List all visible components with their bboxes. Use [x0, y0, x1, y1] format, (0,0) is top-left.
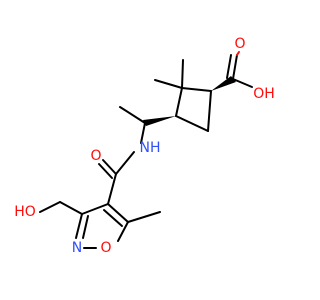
bond-n-carbonyl: [115, 151, 135, 175]
bond-c3-ch2: [59, 201, 83, 215]
ring-nitrogen-label: N: [72, 240, 82, 256]
bond-c3-n-b: [82, 215, 89, 239]
bond-co-a: [232, 54, 238, 80]
bond-ch-n: [140, 122, 146, 144]
isoxazole-ring: [75, 203, 129, 249]
hydroxyl-label: HO: [14, 204, 36, 220]
bond-c4-c3: [81, 203, 109, 215]
carboxyl-oxygen-label: O: [234, 36, 245, 52]
amide-oxygen-label: O: [90, 148, 101, 164]
cyclobutane-ring: [175, 87, 212, 132]
bond-co-amide-a: [102, 159, 117, 175]
bond-ring-bottom: [175, 115, 209, 132]
bond-c-oh: [232, 78, 253, 88]
bond-c5-methyl: [127, 211, 161, 223]
bond-methyl-left: [154, 79, 183, 89]
bond-co-amide-b: [98, 163, 113, 179]
bond-c5-o: [117, 221, 129, 242]
bond-co-a-red: [236, 51, 240, 56]
bond-methyl-top: [181, 59, 184, 89]
bond-ring-top: [181, 87, 212, 92]
bond-ch2-oh: [39, 201, 61, 213]
ring-oxygen-label: O: [100, 240, 111, 256]
wedge-bond-carboxyl: [211, 76, 236, 91]
bond-c3-n-a: [75, 213, 83, 239]
wedge-bond-ch: [143, 116, 176, 126]
bond-ch-methyl: [119, 106, 146, 124]
chemical-structure: O OH NH O HO N O: [14, 36, 275, 256]
bond-ring-left: [175, 87, 183, 117]
bond-co-b: [226, 54, 232, 79]
carboxyl-hydroxyl-label: OH: [253, 86, 275, 102]
amide-nh-label: NH: [140, 140, 161, 156]
bond-c4-c5-a: [107, 203, 129, 223]
bond-c4-c5-b: [103, 209, 123, 227]
bond-carbonyl-ring: [107, 173, 117, 205]
bond-ring-right: [207, 90, 212, 132]
